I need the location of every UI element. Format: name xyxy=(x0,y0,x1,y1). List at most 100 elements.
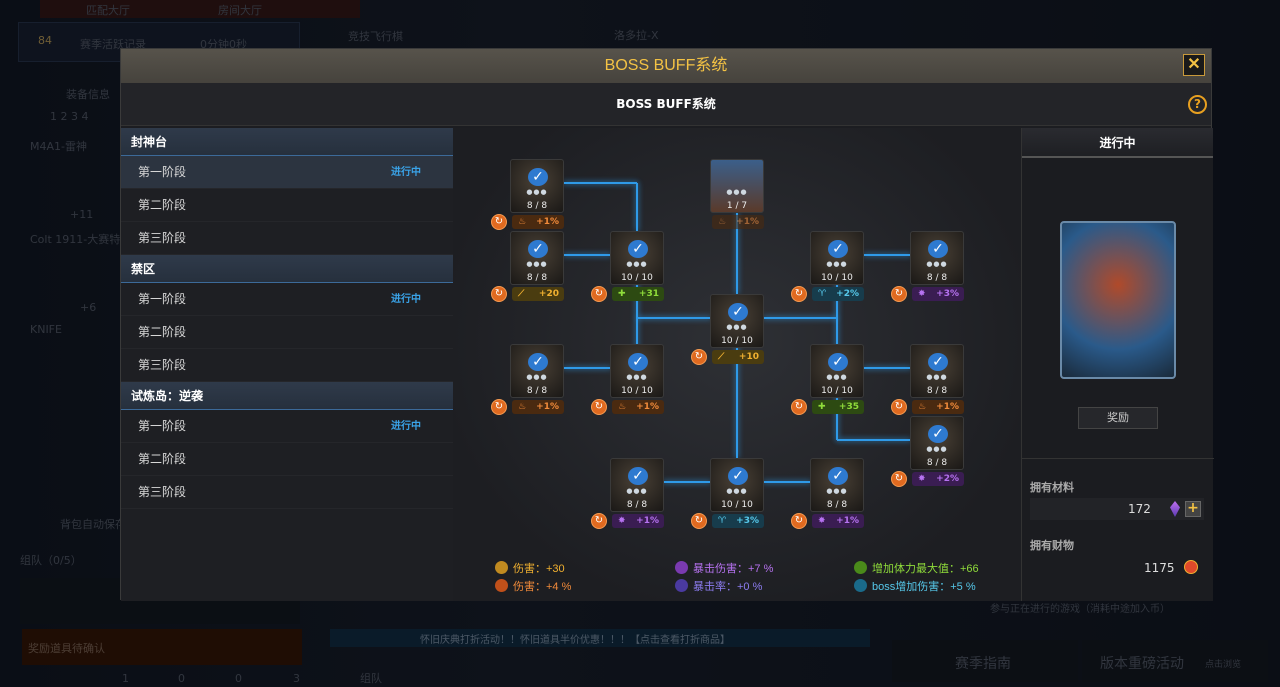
stage-item[interactable]: 第三阶段 xyxy=(121,222,453,255)
fire-icon: ♨ xyxy=(718,217,727,227)
buff-node[interactable]: ✓●●●10 / 10 xyxy=(810,231,864,285)
reset-icon[interactable]: ↻ xyxy=(491,286,507,302)
buff-node[interactable]: ✓●●●8 / 8 xyxy=(910,416,964,470)
summary-damage-pct: 伤害：+4 % xyxy=(495,578,571,594)
reward-button[interactable]: 奖励 xyxy=(1078,407,1158,429)
stage-item[interactable]: 第二阶段 xyxy=(121,316,453,349)
buff-bonus-badge: ♨+1% xyxy=(612,400,664,414)
reset-icon[interactable]: ↻ xyxy=(791,513,807,529)
summary-boss-damage: boss增加伤害：+5 % xyxy=(854,578,976,594)
reset-icon[interactable]: ↻ xyxy=(891,471,907,487)
check-icon: ✓ xyxy=(828,467,848,485)
buff-bonus-badge: ✸+1% xyxy=(812,514,864,528)
stage-label: 第一阶段 xyxy=(138,165,187,179)
season-record[interactable]: 赛季活跃记录 xyxy=(80,38,146,51)
check-icon: ✓ xyxy=(828,240,848,258)
news-ticker[interactable]: 怀旧庆典打折活动！！怀旧道具半价优惠！！！【点击查看打折商品】 xyxy=(420,635,730,646)
close-button[interactable]: ✕ xyxy=(1183,54,1205,76)
reset-icon[interactable]: ↻ xyxy=(691,349,707,365)
check-icon: ✓ xyxy=(628,467,648,485)
slot-tabs[interactable]: 1 2 3 4 xyxy=(50,110,89,123)
buff-node[interactable]: ✓●●●8 / 8 xyxy=(510,344,564,398)
stage-item[interactable]: 第一阶段进行中 xyxy=(121,283,453,316)
section-header: 封神台 xyxy=(121,128,453,156)
weapon-melee[interactable]: KNIFE xyxy=(30,323,62,336)
buff-node[interactable]: ✓●●●10 / 10 xyxy=(710,458,764,512)
reward-pending[interactable]: 奖励道具待确认 xyxy=(28,642,105,655)
star-rank-icon: ●●● xyxy=(726,188,748,196)
equip-tab[interactable]: 装备信息 xyxy=(66,88,110,101)
buff-bonus-badge: ✸+1% xyxy=(612,514,664,528)
check-icon: ✓ xyxy=(728,303,748,321)
check-icon: ✓ xyxy=(828,353,848,371)
buff-node[interactable]: ✓●●●10 / 10 xyxy=(610,231,664,285)
node-progress: 8 / 8 xyxy=(926,386,948,396)
help-icon[interactable]: ? xyxy=(1188,95,1207,114)
stage-item[interactable]: 第一阶段进行中 xyxy=(121,410,453,443)
add-materials-button[interactable]: + xyxy=(1185,501,1201,517)
tab-match-lobby[interactable]: 匹配大厅 xyxy=(86,4,130,17)
reset-icon[interactable]: ↻ xyxy=(891,399,907,415)
stage-item[interactable]: 第一阶段进行中 xyxy=(121,156,453,189)
check-icon: ✓ xyxy=(528,168,548,186)
tab-room-lobby[interactable]: 房间大厅 xyxy=(218,4,262,17)
buff-node[interactable]: ✓●●●8 / 8 xyxy=(510,231,564,285)
boss-card-image[interactable] xyxy=(1060,221,1176,379)
stage-item[interactable]: 第三阶段 xyxy=(121,349,453,382)
boss-buff-dialog: BOSS BUFF系统 ✕ BOSS BUFF系统 ? 封神台第一阶段进行中第二… xyxy=(120,48,1214,601)
buff-node[interactable]: ✓●●●10 / 10 xyxy=(610,344,664,398)
buff-node[interactable]: ✓●●●8 / 8 xyxy=(610,458,664,512)
sword-icon xyxy=(495,561,508,574)
section-header: 试炼岛：逆袭 xyxy=(121,382,453,410)
season-guide-button[interactable]: 赛季指南 xyxy=(955,656,1011,672)
star-rank-icon: ●●● xyxy=(926,260,948,268)
level-badge: 84 xyxy=(38,34,52,47)
section-header: 禁区 xyxy=(121,255,453,283)
fire-icon: ♨ xyxy=(518,402,527,412)
node-progress: 10 / 10 xyxy=(721,336,753,346)
node-progress: 10 / 10 xyxy=(821,273,853,283)
buff-node[interactable]: ✓●●●8 / 8 xyxy=(910,344,964,398)
buff-node[interactable]: ✓●●●10 / 10 xyxy=(710,294,764,348)
materials-label: 拥有材料 xyxy=(1030,481,1074,494)
reset-icon[interactable]: ↻ xyxy=(891,286,907,302)
weapon-stat-2: +6 xyxy=(80,301,97,314)
backpack-autosave[interactable]: 背包自动保存 xyxy=(60,518,126,531)
leaderboard-link[interactable]: 竞技飞行棋 xyxy=(348,30,403,43)
node-progress: 10 / 10 xyxy=(721,500,753,510)
fire-icon: ♨ xyxy=(518,217,527,227)
stage-item[interactable]: 第二阶段 xyxy=(121,189,453,222)
reset-icon[interactable]: ↻ xyxy=(591,513,607,529)
reset-icon[interactable]: ↻ xyxy=(691,513,707,529)
reset-icon[interactable]: ↻ xyxy=(791,399,807,415)
check-icon: ✓ xyxy=(528,240,548,258)
buff-node[interactable]: ●●●1 / 7 xyxy=(710,159,764,213)
check-icon: ✓ xyxy=(628,240,648,258)
reset-icon[interactable]: ↻ xyxy=(591,286,607,302)
buff-bonus-badge: ⟋+20 xyxy=(512,287,564,301)
version-event-button[interactable]: 版本重磅活动 xyxy=(1100,656,1184,672)
node-progress: 8 / 8 xyxy=(526,386,548,396)
reset-icon[interactable]: ↻ xyxy=(791,286,807,302)
buff-node[interactable]: ✓●●●8 / 8 xyxy=(810,458,864,512)
buff-bonus-badge: ♨+1% xyxy=(512,215,564,229)
buff-node[interactable]: ✓●●●10 / 10 xyxy=(810,344,864,398)
team-button[interactable]: 组队 xyxy=(360,672,382,685)
buff-node[interactable]: ✓ ●●● 8 / 8 xyxy=(510,159,564,213)
stage-label: 第二阶段 xyxy=(138,452,187,466)
weapon-secondary[interactable]: Colt 1911-大赛特 xyxy=(30,233,121,246)
reset-icon[interactable]: ↻ xyxy=(491,399,507,415)
node-progress: 8 / 8 xyxy=(526,201,548,211)
weapon-primary[interactable]: M4A1-雷神 xyxy=(30,140,87,153)
buff-node[interactable]: ✓●●●8 / 8 xyxy=(910,231,964,285)
stage-item[interactable]: 第二阶段 xyxy=(121,443,453,476)
star-rank-icon: ●●● xyxy=(626,373,648,381)
season-time: 0分钟0秒 xyxy=(200,38,247,51)
fire-icon: ♨ xyxy=(918,402,927,412)
reset-icon[interactable]: ↻ xyxy=(591,399,607,415)
stage-label: 第三阶段 xyxy=(138,358,187,372)
star-rank-icon: ●●● xyxy=(526,188,548,196)
reset-icon[interactable]: ↻ xyxy=(491,214,507,230)
stage-item[interactable]: 第三阶段 xyxy=(121,476,453,509)
sword-icon: ⟋ xyxy=(518,289,525,299)
